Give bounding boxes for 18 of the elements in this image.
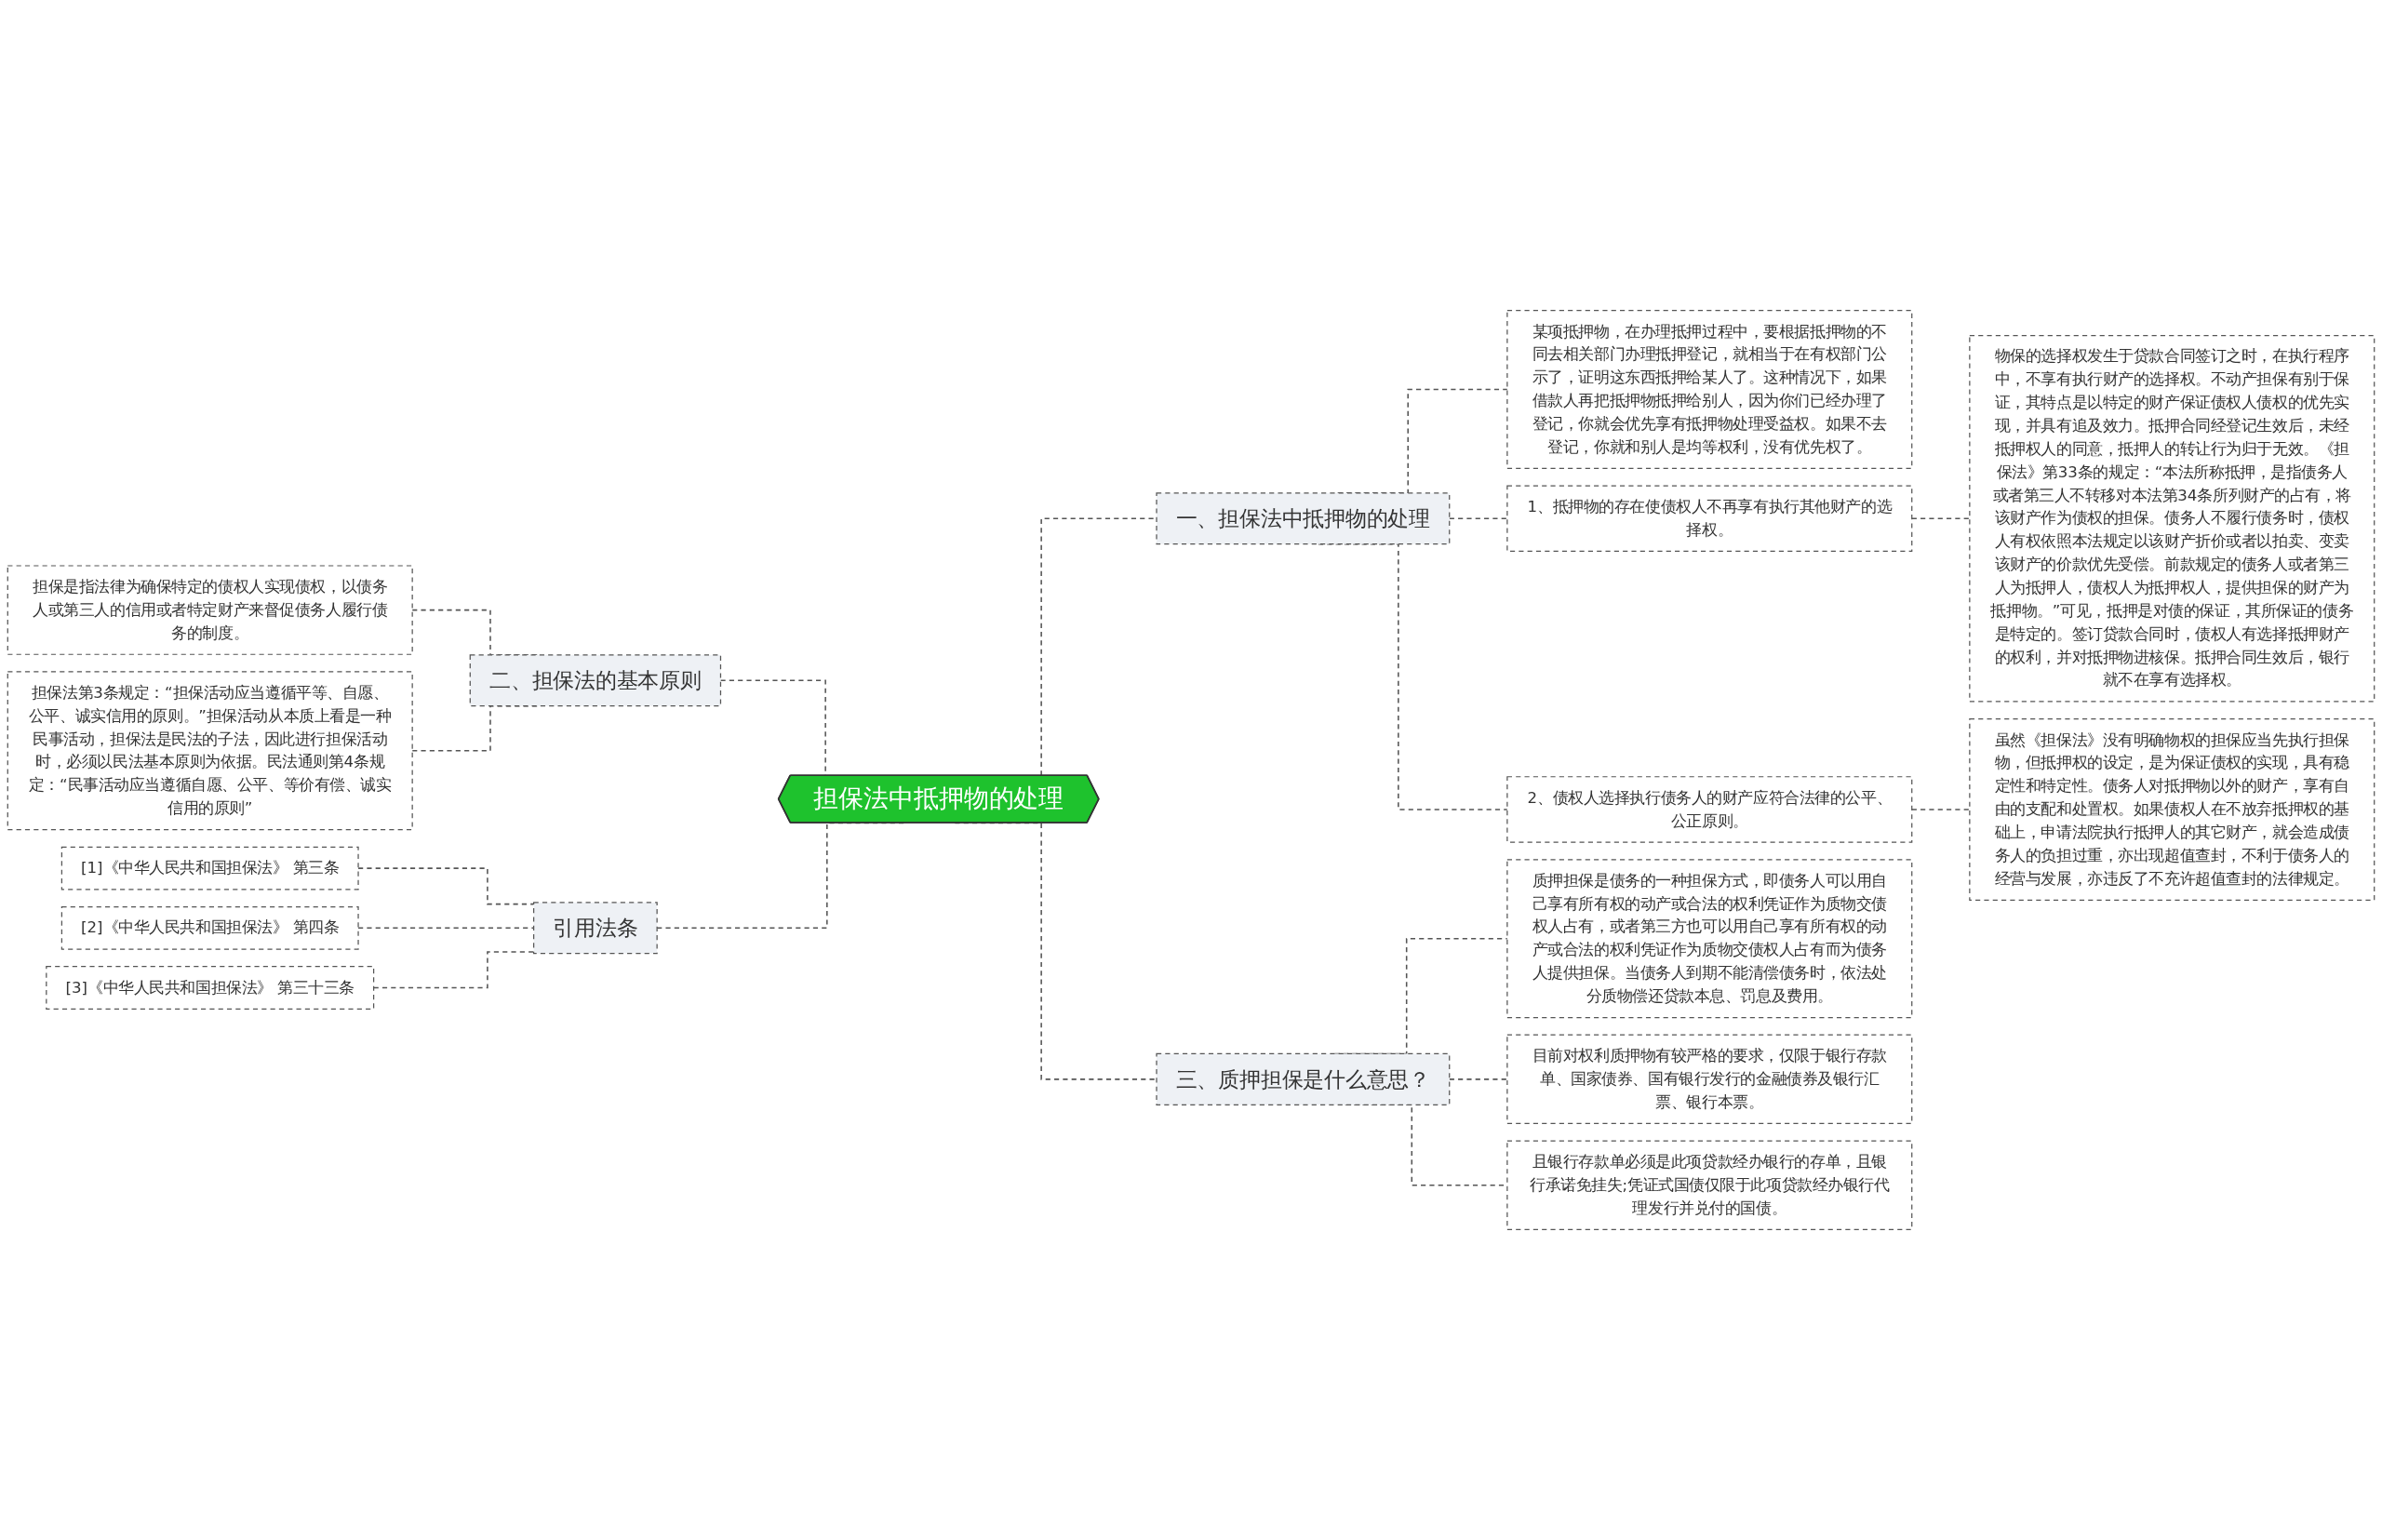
node-box: 且银行存款单必须是此项贷款经办银行的存单，且银行承诺免挂失;凭证式国债仅限于此项贷款经办银行代理发行并兑付的国债。 (1506, 1140, 1913, 1230)
node-box: 质押担保是债务的一种担保方式，即债务人可以用自己享有所有权的动产或合法的权利凭证作为质物交债权人占有，或者第三方也可以用自己享有所有权的动产或合法的权利凭证作为质物交债权人占有而为债务人提供担保。当债务人到期不能清偿债务时，依法处分质物偿还贷款本息、罚息及费用。 (1506, 859, 1913, 1019)
node-box: 虽然《担保法》没有明确物权的担保应当先执行担保物，但抵押权的设定，是为保证债权的实现，具有稳定性和特定性。债务人对抵押物以外的财产，享有自由的支配和处置权。如果债权人在不放弃抵押权的基础上，申请法院执行抵押人的其它财产，就会造成债务人的负担过重，亦出现超值查封，不利于债务人的经营与发展，亦违反了不充许超值查封的法律规定。 (1969, 718, 2375, 901)
node-box: 一、担保法中抵押物的处理 (1156, 492, 1451, 545)
node-box: 担保法第3条规定：“担保活动应当遵循平等、自愿、公平、诚实信用的原则。”担保活动从本质上看是一种民事活动，担保法是民法的子法，因此进行担保活动时，必须以民法基本原则为依据。民法通则第4条规定：“民事活动应当遵循自愿、公平、等价有偿、诚实信用的原则” (7, 671, 413, 831)
node-box: 2、债权人选择执行债务人的财产应符合法律的公平、公正原则。 (1506, 776, 1913, 843)
node-box: 物保的选择权发生于贷款合同签订之时，在执行程序中，不享有执行财产的选择权。不动产担保有别于保证，其特点是以特定的财产保证债权人债权的优先实现，并具有追及效力。抵押合同经登记生效后，未经抵押权人的同意，抵押人的转让行为归于无效。《担保法》第33条的规定：“本法所称抵押，是指债务人或者第三人不转移对本法第34条所列财产的占有，将该财产作为债权的担保。债务人不履行债务时，债权人有权依照本法规定以该财产折价或者以拍卖、变卖该财产的价款优先受偿。前款规定的债务人或者第三人为抵押人，债权人为抵押权人，提供担保的财产为抵押物。”可见，抵押是对债的保证，其所保证的债务是特定的。签订贷款合同时，债权人有选择抵押财产的权利，并对抵押物进核保。抵押合同生效后，银行就不在享有选择权。 (1969, 334, 2375, 703)
node-box: 三、质押担保是什么意思？ (1156, 1052, 1451, 1105)
node-box: [3]《中华人民共和国担保法》 第三十三条 (46, 966, 375, 1010)
node-box: 担保是指法律为确保特定的债权人实现债权，以债务人或第三人的信用或者特定财产来督促债务人履行债务的制度。 (7, 565, 413, 655)
node-box: 目前对权利质押物有较严格的要求，仅限于银行存款单、国家债券、国有银行发行的金融债券及银行汇票、银行本票。 (1506, 1034, 1913, 1125)
node-box: [1]《中华人民共和国担保法》 第三条 (60, 846, 359, 891)
node-box: 某项抵押物，在办理抵押过程中，要根据抵押物的不同去相关部门办理抵押登记，就相当于在有权部门公示了，证明这东西抵押给某人了。这种情况下，如果借款人再把抵押物抵押给别人，因为你们已经办理了登记，你就会优先享有抵押物处理受益权。如果不去登记，你就和别人是均等权利，没有优先权了。 (1506, 310, 1913, 470)
node-box: [2]《中华人民共和国担保法》 第四条 (60, 905, 359, 950)
node-box: 引用法条 (533, 902, 658, 955)
node-box: 1、抵押物的存在使债权人不再享有执行其他财产的选择权。 (1506, 485, 1913, 553)
connector (357, 927, 535, 930)
node-box: 二、担保法的基本原则 (469, 654, 722, 707)
